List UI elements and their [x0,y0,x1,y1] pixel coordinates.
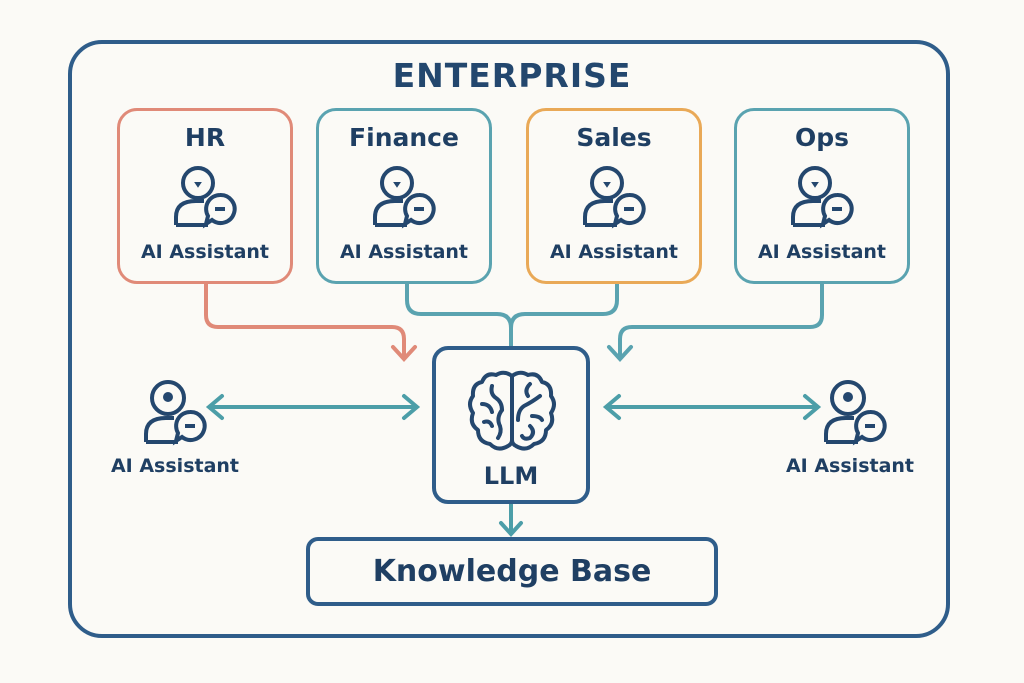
llm-box: LLM [432,346,590,504]
knowledge-base-box: Knowledge Base [306,537,718,606]
dept-hr: HR AI Assistant [117,108,293,284]
user-chat-icon [824,380,887,446]
dept-sales: Sales AI Assistant [526,108,702,284]
user-chat-icon [144,380,207,446]
enterprise-frame [68,40,950,638]
side-assistant-right-label: AI Assistant [785,455,915,477]
dept-label: AI Assistant [549,241,679,263]
user-chat-icon [174,166,237,229]
ops-arrowhead [607,345,633,362]
dept-name: Finance [349,123,459,152]
sales-connector [509,284,619,329]
dept-name: Ops [794,123,850,152]
user-chat-icon [583,166,646,229]
user-chat-icon [791,166,854,229]
dept-ops: Ops AI Assistant [734,108,910,284]
knowledge-base-label: Knowledge Base [372,554,652,589]
llm-kb-arrowhead [499,521,523,537]
dept-finance: Finance AI Assistant [316,108,492,284]
right-arrowhead-left [602,394,621,420]
left-arrowhead-left [205,394,224,420]
hr-arrowhead [391,345,417,362]
dept-label: AI Assistant [757,241,887,263]
dept-name: Sales [576,123,652,152]
llm-label: LLM [483,462,539,490]
user-chat-icon [373,166,436,229]
hr-connector [204,284,406,358]
dept-name: HR [184,123,226,152]
left-arrowhead-right [402,394,421,420]
side-assistant-left-label: AI Assistant [110,455,240,477]
right-arrowhead-right [803,394,822,420]
dept-label: AI Assistant [140,241,270,263]
brain-icon [468,370,556,451]
dept-label: AI Assistant [339,241,469,263]
ops-connector [618,284,824,358]
diagram-title: ENTERPRISE [392,56,632,95]
